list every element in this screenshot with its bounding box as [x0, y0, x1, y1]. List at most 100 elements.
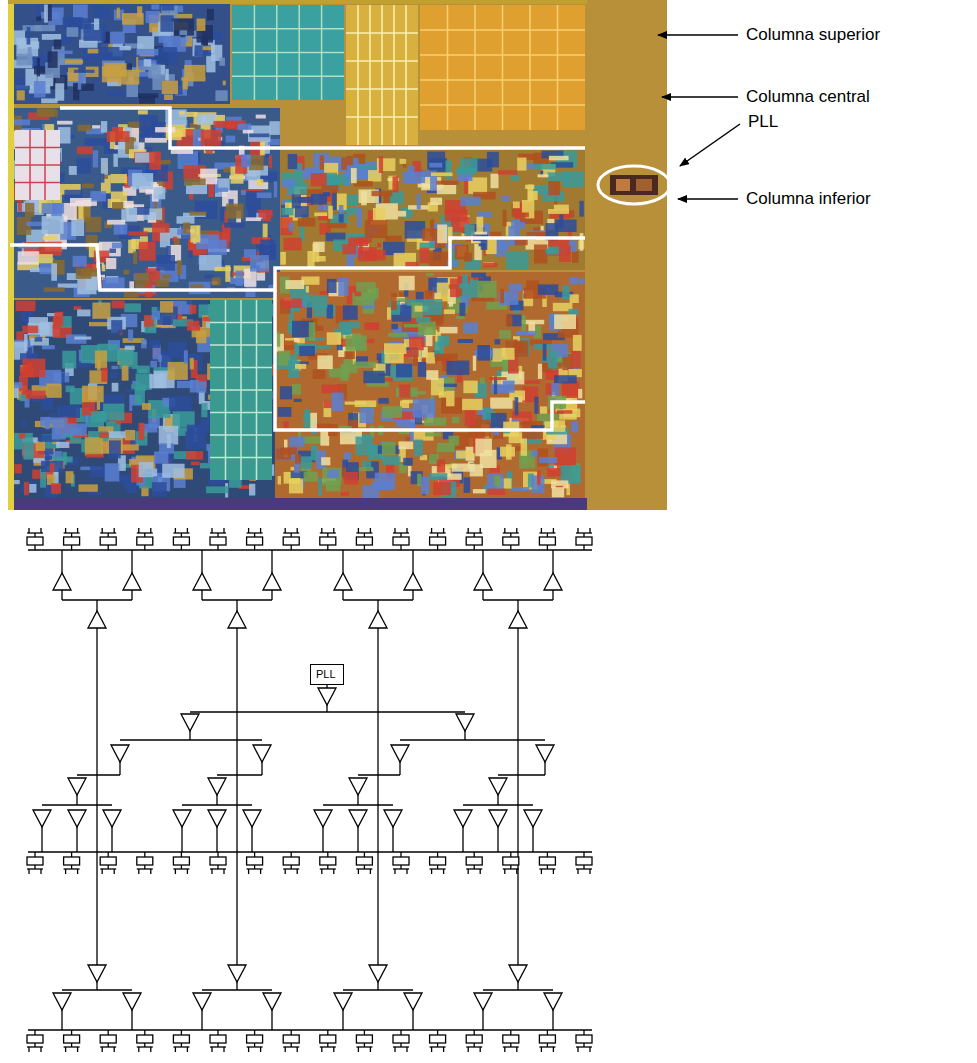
die-cell — [236, 271, 244, 286]
die-cell — [579, 278, 585, 284]
wire — [150, 869, 151, 874]
die-cell — [554, 205, 569, 210]
wire — [223, 869, 224, 874]
die-cell — [67, 27, 79, 37]
die-cell — [132, 173, 153, 189]
buffer-symbol — [404, 573, 422, 590]
die-cell — [101, 121, 107, 133]
flip-flop-symbol — [283, 857, 299, 865]
die-cell — [420, 248, 430, 263]
die-cell — [568, 309, 578, 315]
die-cell — [538, 284, 558, 295]
die-cell — [82, 386, 104, 403]
cache-line — [346, 60, 418, 62]
die-cell — [150, 361, 157, 368]
die-cell — [552, 487, 564, 497]
die-cell — [85, 138, 107, 146]
die-cell — [295, 364, 306, 369]
die-cell — [351, 168, 357, 183]
die-cell — [62, 373, 65, 386]
die-cell — [437, 283, 449, 302]
die-cell — [409, 337, 424, 351]
die-cell — [86, 454, 104, 458]
die-cell — [347, 195, 358, 206]
die-cell — [99, 432, 109, 438]
die-cell — [119, 70, 140, 85]
die-cell — [141, 339, 147, 348]
die-cell — [462, 399, 483, 410]
wire — [370, 528, 371, 533]
die-cell — [337, 345, 343, 351]
die-cell — [269, 155, 272, 168]
die-cell — [571, 421, 578, 432]
wire — [102, 869, 103, 874]
leader-arrow — [680, 124, 740, 166]
die-cell — [112, 366, 119, 369]
die-cell — [338, 278, 348, 296]
die-cell — [465, 408, 476, 426]
wire — [61, 550, 62, 573]
cache-line — [447, 5, 449, 130]
die-cell — [354, 362, 376, 369]
die-cell — [125, 430, 135, 440]
die-cell — [50, 463, 54, 472]
die-cell — [463, 322, 478, 334]
leader-arrow — [678, 198, 738, 200]
die-cell — [17, 54, 33, 66]
wire — [201, 590, 202, 600]
die-cell — [177, 260, 182, 275]
flip-flop-symbol — [356, 537, 372, 545]
die-cell — [107, 220, 125, 225]
die-cell — [95, 351, 107, 369]
cache-array — [210, 300, 272, 480]
flip-flop-symbol — [137, 857, 153, 865]
die-cell — [276, 332, 280, 347]
die-cell — [112, 202, 125, 209]
die-cell — [215, 267, 231, 271]
wire — [217, 852, 218, 857]
wire — [71, 545, 72, 550]
die-cell — [162, 4, 174, 10]
die-cell — [301, 456, 312, 468]
die-cell — [142, 403, 151, 410]
wire — [406, 528, 407, 533]
wire — [120, 739, 262, 740]
die-cell — [74, 337, 91, 340]
die-cell — [413, 391, 426, 395]
die-cell — [307, 251, 314, 267]
die-cell — [458, 339, 473, 343]
die-cell — [459, 303, 465, 316]
buffer-symbol — [369, 611, 387, 628]
die-cell — [498, 170, 518, 174]
die-cell — [382, 456, 401, 465]
die-cell — [219, 58, 225, 66]
cache-line — [15, 164, 60, 166]
die-cell — [44, 287, 65, 291]
die-cell — [546, 383, 559, 395]
die-cell — [289, 223, 294, 232]
wire — [251, 827, 252, 852]
die-cell — [549, 156, 569, 161]
die-cell — [184, 350, 188, 364]
wire — [517, 600, 518, 611]
die-cell — [405, 221, 426, 239]
die-cell — [71, 219, 84, 236]
die-cell — [77, 310, 90, 317]
wire — [175, 528, 176, 533]
die-cell — [47, 384, 62, 398]
die-cell — [538, 174, 549, 177]
die-cell — [79, 484, 98, 491]
die-cell — [480, 378, 485, 384]
flip-flop-symbol — [247, 857, 263, 865]
die-cell — [554, 420, 565, 432]
die-cell — [562, 286, 569, 300]
die-cell — [14, 464, 21, 473]
die-cell — [360, 407, 374, 423]
buffer-symbol — [33, 810, 51, 827]
die-cell — [280, 447, 297, 454]
wire — [370, 869, 371, 874]
wire — [223, 528, 224, 533]
die-cell — [341, 158, 347, 170]
column-boundary — [60, 108, 585, 148]
die-cell — [171, 18, 194, 35]
